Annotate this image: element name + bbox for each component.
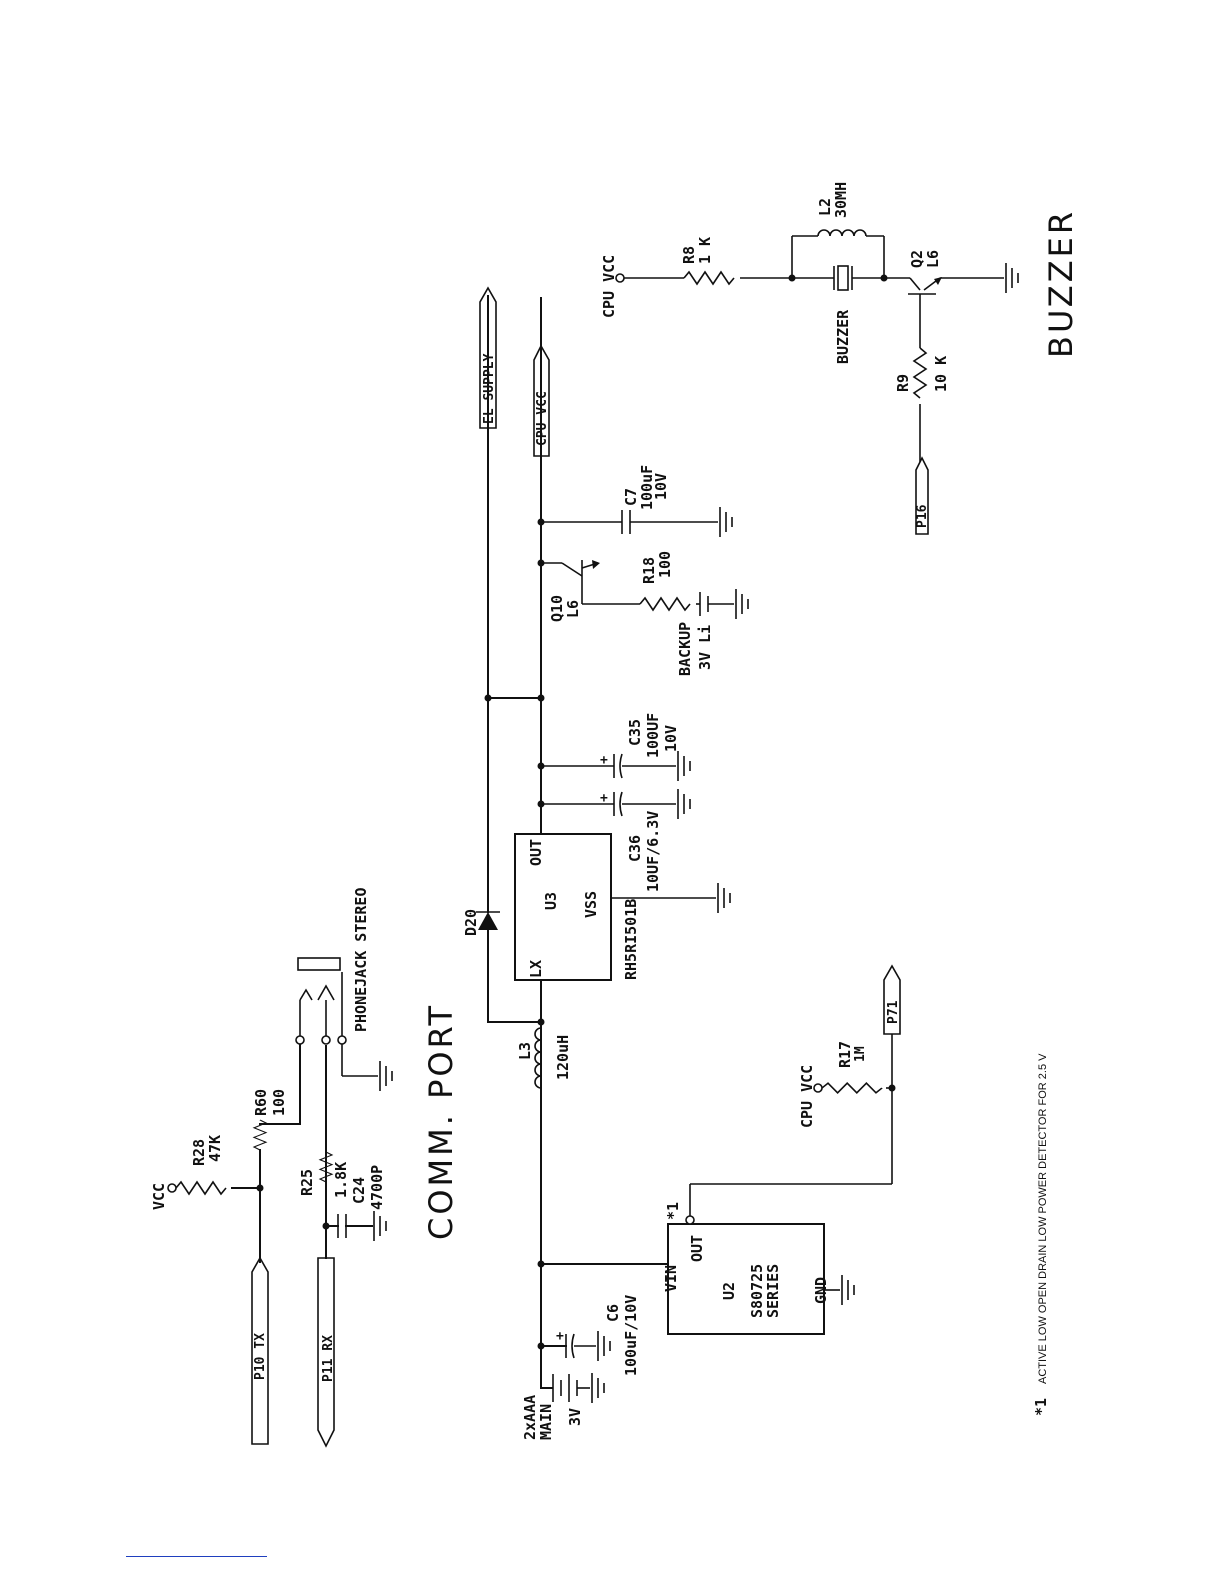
power-supply-section: +	[462, 286, 901, 1440]
q10-value: L6	[564, 600, 582, 618]
p71-net	[883, 964, 901, 1035]
u2-part-line2: SERIES	[764, 1264, 782, 1318]
u2-pin-out: OUT	[688, 1235, 706, 1262]
r18-value: 100	[656, 551, 674, 578]
p16-label: P16	[915, 504, 930, 528]
u2-pin-vin: VIN	[662, 1265, 680, 1292]
u2-marker: *1	[664, 1202, 682, 1220]
battery-main-line2: MAIN	[537, 1404, 555, 1440]
l2-ref: L2	[816, 198, 834, 216]
main-battery	[552, 1374, 578, 1402]
q10-ref: Q10	[548, 595, 566, 622]
l2-inductor	[817, 229, 867, 237]
vcc-label: VCC	[150, 1183, 168, 1210]
p71-label: P71	[886, 1000, 901, 1024]
c36-value: 10UF/6.3V	[644, 811, 662, 892]
svg-text:+: +	[600, 791, 608, 806]
u2-part-line1: S80725	[748, 1264, 766, 1318]
c24-value: 4700P	[368, 1165, 386, 1210]
r25-value: 1.8K	[332, 1162, 350, 1198]
r8-ref: R8	[680, 246, 698, 264]
u3-chip	[514, 833, 612, 981]
buzzer-title: BUZZER	[1042, 209, 1080, 358]
footer-line	[126, 1556, 267, 1557]
l3-ref: L3	[516, 1042, 534, 1060]
p16-net	[915, 456, 929, 535]
note-marker: *1	[1032, 1398, 1050, 1416]
c35-value1: 100UF	[644, 713, 662, 758]
c6-ref: C6	[604, 1304, 622, 1322]
backup-battery	[699, 592, 709, 616]
q2-transistor	[908, 277, 942, 295]
u3-pin-out: OUT	[527, 839, 545, 866]
r18-resistor	[639, 597, 691, 611]
u2-pin-gnd: GND	[812, 1277, 830, 1304]
buzzer-section: CPU VCC R8 1 K L2 30MH BUZZER Q2 L6 R9 1…	[600, 182, 1080, 535]
r8-resistor	[683, 271, 735, 285]
p11-label: P11 RX	[321, 1335, 336, 1382]
buzzer-part-label: BUZZER	[834, 309, 852, 364]
phonejack	[297, 957, 393, 1092]
buzzer-element	[833, 265, 853, 291]
u3-ref: U3	[542, 892, 560, 910]
u3-pin-vss: VSS	[582, 891, 600, 918]
battery-main-line1: 2xAAA	[521, 1395, 539, 1440]
d20-ref: D20	[462, 909, 480, 936]
c7-value1: 100uF	[638, 465, 656, 510]
c7-value2: 10V	[652, 473, 670, 500]
comm-port-section: P10 TX P11 RX VCC	[150, 888, 460, 1448]
q2-ref: Q2	[908, 250, 926, 268]
q2-value: L6	[924, 250, 942, 268]
c35-ref: C35	[626, 719, 644, 746]
l3-value: 120uH	[554, 1035, 572, 1080]
r60-value: 100	[270, 1089, 288, 1116]
r9-value: 10 K	[932, 356, 950, 392]
p11-rx-net	[317, 1257, 335, 1448]
svg-text:+: +	[600, 753, 608, 768]
u2-chip	[667, 1223, 825, 1335]
cpu-vcc-net-label: CPU VCC	[535, 391, 550, 446]
c36-ref: C36	[626, 835, 644, 862]
c24-ref: C24	[350, 1177, 368, 1204]
backup-line2: 3V Li	[696, 625, 714, 670]
cpu-vcc-r8-label: CPU VCC	[600, 255, 618, 318]
c24-ground	[373, 1210, 387, 1242]
l3-inductor	[534, 1027, 542, 1089]
cpu-vcc-u2-label: CPU VCC	[798, 1065, 816, 1128]
c6-capacitor: +	[556, 1329, 575, 1359]
p10-tx-net	[251, 1256, 269, 1445]
c7-ref: C7	[622, 488, 640, 506]
u3-pin-lx: LX	[527, 960, 545, 978]
backup-line1: BACKUP	[676, 622, 694, 676]
u3-part: RH5RI501B	[622, 899, 640, 980]
comm-port-title: COMM. PORT	[422, 1003, 460, 1240]
r9-resistor	[913, 347, 927, 399]
r28-value: 47K	[206, 1135, 224, 1162]
r17-ref: R17	[836, 1041, 854, 1068]
u2-ref: U2	[720, 1282, 738, 1300]
r8-value: 1 K	[696, 237, 714, 264]
r28-ref: R28	[190, 1139, 208, 1166]
cpu-vcc-net	[533, 344, 550, 457]
c35-value2: 10V	[662, 725, 680, 752]
r25-ref: R25	[298, 1169, 316, 1196]
r9-ref: R9	[894, 374, 912, 392]
r17-resistor	[821, 1082, 883, 1094]
r60-ref: R60	[252, 1089, 270, 1116]
phonejack-label: PHONEJACK STEREO	[352, 888, 370, 1033]
r17-value: 1M	[853, 1046, 868, 1062]
el-supply-net	[479, 286, 497, 429]
r28-resistor	[175, 1181, 227, 1195]
vcc-terminal	[167, 1183, 177, 1193]
p10-label: P10 TX	[253, 1333, 268, 1380]
c6-value: 100uF/10V	[622, 1295, 640, 1376]
r18-ref: R18	[640, 557, 658, 584]
battery-main-line3: 3V	[566, 1408, 584, 1426]
svg-text:+: +	[556, 1329, 564, 1344]
el-supply-label: EL SUPPLY	[482, 353, 497, 424]
l2-value: 30MH	[832, 182, 850, 218]
note-text: ACTIVE LOW OPEN DRAIN LOW POWER DETECTOR…	[1037, 1053, 1049, 1384]
